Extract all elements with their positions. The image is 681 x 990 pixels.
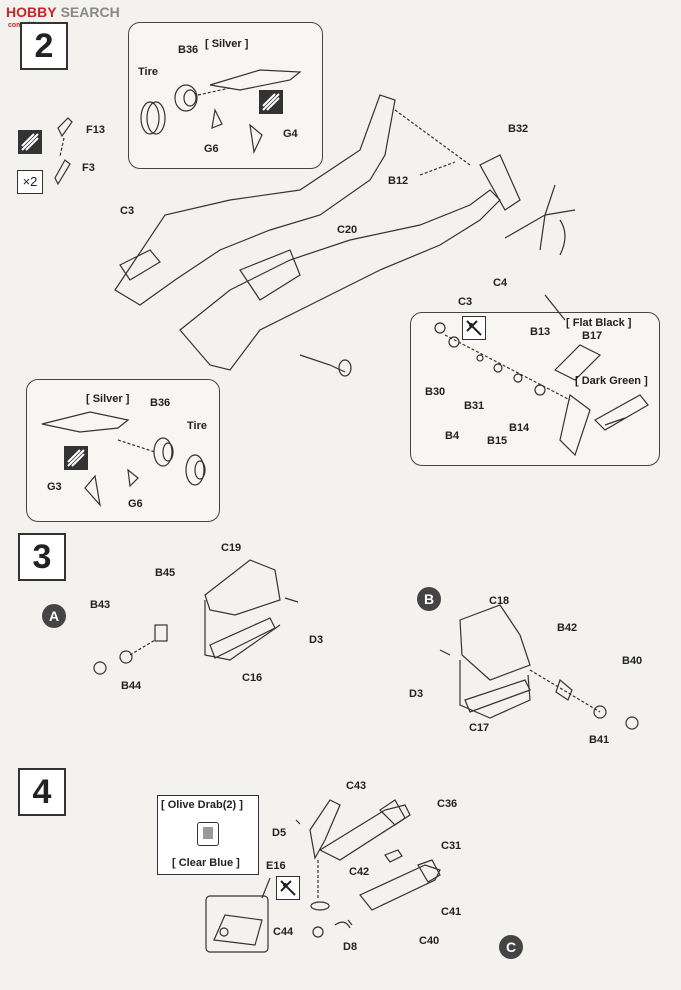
multiplier-badge: ×2: [17, 170, 43, 194]
color-label-silver: [ Silver ]: [205, 38, 249, 50]
color-label-olive-drab: [ Olive Drab(2) ]: [161, 799, 243, 811]
lens-part-icon: [197, 822, 219, 846]
part-label-b12: B12: [388, 175, 409, 187]
step-3-number: 3: [18, 533, 66, 581]
part-label-d3-a: D3: [309, 634, 324, 646]
paint-icon: [64, 446, 88, 470]
sub-assembly-badge-a: A: [42, 604, 66, 628]
part-label-b43: B43: [90, 599, 111, 611]
part-label-e16: E16: [266, 860, 286, 872]
cement-icon: [462, 316, 486, 340]
sub-assembly-badge-b: B: [417, 587, 441, 611]
part-label-b36-2: B36: [150, 397, 171, 409]
part-label-c17: C17: [469, 722, 490, 734]
part-label-c16: C16: [242, 672, 263, 684]
logo-search: SEARCH: [60, 4, 120, 20]
logo-brand: HOBBY: [6, 4, 57, 20]
part-label-b42: B42: [557, 622, 578, 634]
part-label-b4: B4: [445, 430, 460, 442]
part-label-b14: B14: [509, 422, 530, 434]
part-label-b17: B17: [582, 330, 603, 342]
part-label-c40: C40: [419, 935, 440, 947]
part-label-c3-right: C3: [458, 296, 473, 308]
color-label-dark-green: [ Dark Green ]: [575, 375, 648, 387]
inset-main-wheel-bottom: [26, 379, 220, 522]
part-label-c3-left: C3: [120, 205, 135, 217]
part-label-c43: C43: [346, 780, 367, 792]
part-label-tire: Tire: [138, 66, 158, 78]
part-label-b45: B45: [155, 567, 176, 579]
part-label-g6-2: G6: [128, 498, 143, 510]
part-label-c20: C20: [337, 224, 358, 236]
step-4-number: 4: [18, 768, 66, 816]
part-label-c19: C19: [221, 542, 242, 554]
part-label-d8: D8: [343, 941, 358, 953]
part-label-b31: B31: [464, 400, 485, 412]
part-label-b44: B44: [121, 680, 142, 692]
part-label-b15: B15: [487, 435, 508, 447]
part-label-b13: B13: [530, 326, 551, 338]
part-label-d3-b: D3: [409, 688, 424, 700]
part-label-f3: F3: [82, 162, 95, 174]
part-label-g6: G6: [204, 143, 219, 155]
part-label-c31: C31: [441, 840, 462, 852]
part-label-g3: G3: [47, 481, 62, 493]
color-label-clear-blue: [ Clear Blue ]: [172, 857, 240, 869]
part-label-d5: D5: [272, 827, 287, 839]
part-label-c42: C42: [349, 866, 370, 878]
part-label-c44: C44: [273, 926, 294, 938]
step-2-number: 2: [20, 22, 68, 70]
part-label-c18: C18: [489, 595, 510, 607]
sub-assembly-badge-c: C: [499, 935, 523, 959]
part-label-f13: F13: [86, 124, 105, 136]
part-label-tire-2: Tire: [187, 420, 207, 432]
part-label-b36: B36: [178, 44, 199, 56]
paint-icon: [18, 130, 42, 154]
part-label-c41: C41: [441, 906, 462, 918]
color-label-flat-black: [ Flat Black ]: [566, 317, 632, 329]
color-label-silver-2: [ Silver ]: [86, 393, 130, 405]
part-label-c36: C36: [437, 798, 458, 810]
inset-main-wheel-top: [128, 22, 323, 169]
part-label-b41: B41: [589, 734, 610, 746]
part-label-b30: B30: [425, 386, 446, 398]
part-label-c4: C4: [493, 277, 508, 289]
paint-icon: [259, 90, 283, 114]
cement-icon: [276, 876, 300, 900]
part-label-b32: B32: [508, 123, 529, 135]
part-label-b40: B40: [622, 655, 643, 667]
part-label-g4: G4: [283, 128, 298, 140]
